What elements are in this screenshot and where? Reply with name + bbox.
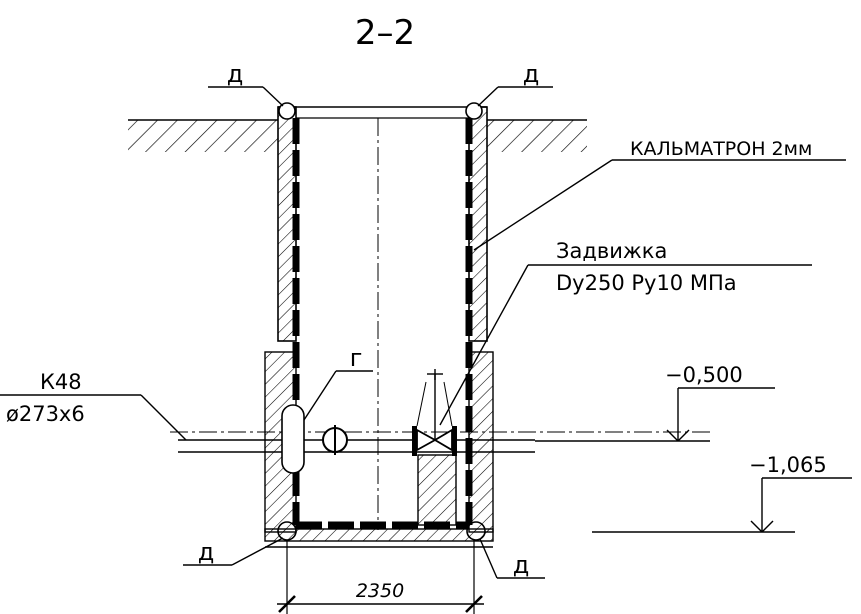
valve-support bbox=[417, 454, 457, 526]
marker-top-right: д bbox=[523, 60, 540, 88]
well-top-slab bbox=[278, 106, 487, 119]
leader-bottom-right bbox=[479, 538, 545, 579]
valve-spec: Dy250 Py10 МПа bbox=[556, 271, 737, 295]
pipe-size: ø273x6 bbox=[6, 402, 85, 426]
leader-top-right bbox=[477, 86, 553, 107]
section-title: 2–2 bbox=[355, 13, 415, 53]
leader-valve bbox=[439, 264, 812, 426]
leader-pipe bbox=[0, 394, 187, 441]
leader-pipe-passage bbox=[303, 370, 373, 421]
leader-bottom-left bbox=[183, 537, 284, 566]
leader-top-left bbox=[208, 86, 284, 107]
marker-top-left: д bbox=[227, 60, 244, 88]
elevation-marker-bottom bbox=[592, 477, 852, 533]
pipe-k48 bbox=[170, 431, 710, 453]
dimension-width-label: 2350 bbox=[356, 580, 404, 602]
marker-bottom-left: д bbox=[198, 538, 215, 566]
dimension-width bbox=[277, 541, 484, 614]
riser-symbol bbox=[322, 425, 348, 455]
valve-label: Задвижка bbox=[556, 239, 667, 263]
pipe-passage-seal bbox=[281, 404, 305, 474]
ground-right bbox=[487, 119, 587, 152]
marker-bottom-right: д bbox=[513, 551, 530, 579]
elevation-bottom: −1,065 bbox=[749, 453, 827, 477]
waterproofing-label: КАЛЬМАТРОН 2мм bbox=[630, 138, 812, 160]
leader-waterproofing bbox=[473, 159, 846, 251]
node-markers bbox=[277, 102, 486, 541]
pipe-code: К48 bbox=[40, 370, 82, 394]
marker-pipe-passage: г bbox=[350, 344, 363, 372]
foundation-base bbox=[264, 528, 494, 548]
gate-valve bbox=[412, 369, 457, 456]
ground-left bbox=[128, 119, 278, 152]
foundation-right bbox=[468, 351, 494, 533]
elevation-top: −0,500 bbox=[665, 363, 743, 387]
elevation-marker-top bbox=[535, 387, 775, 442]
